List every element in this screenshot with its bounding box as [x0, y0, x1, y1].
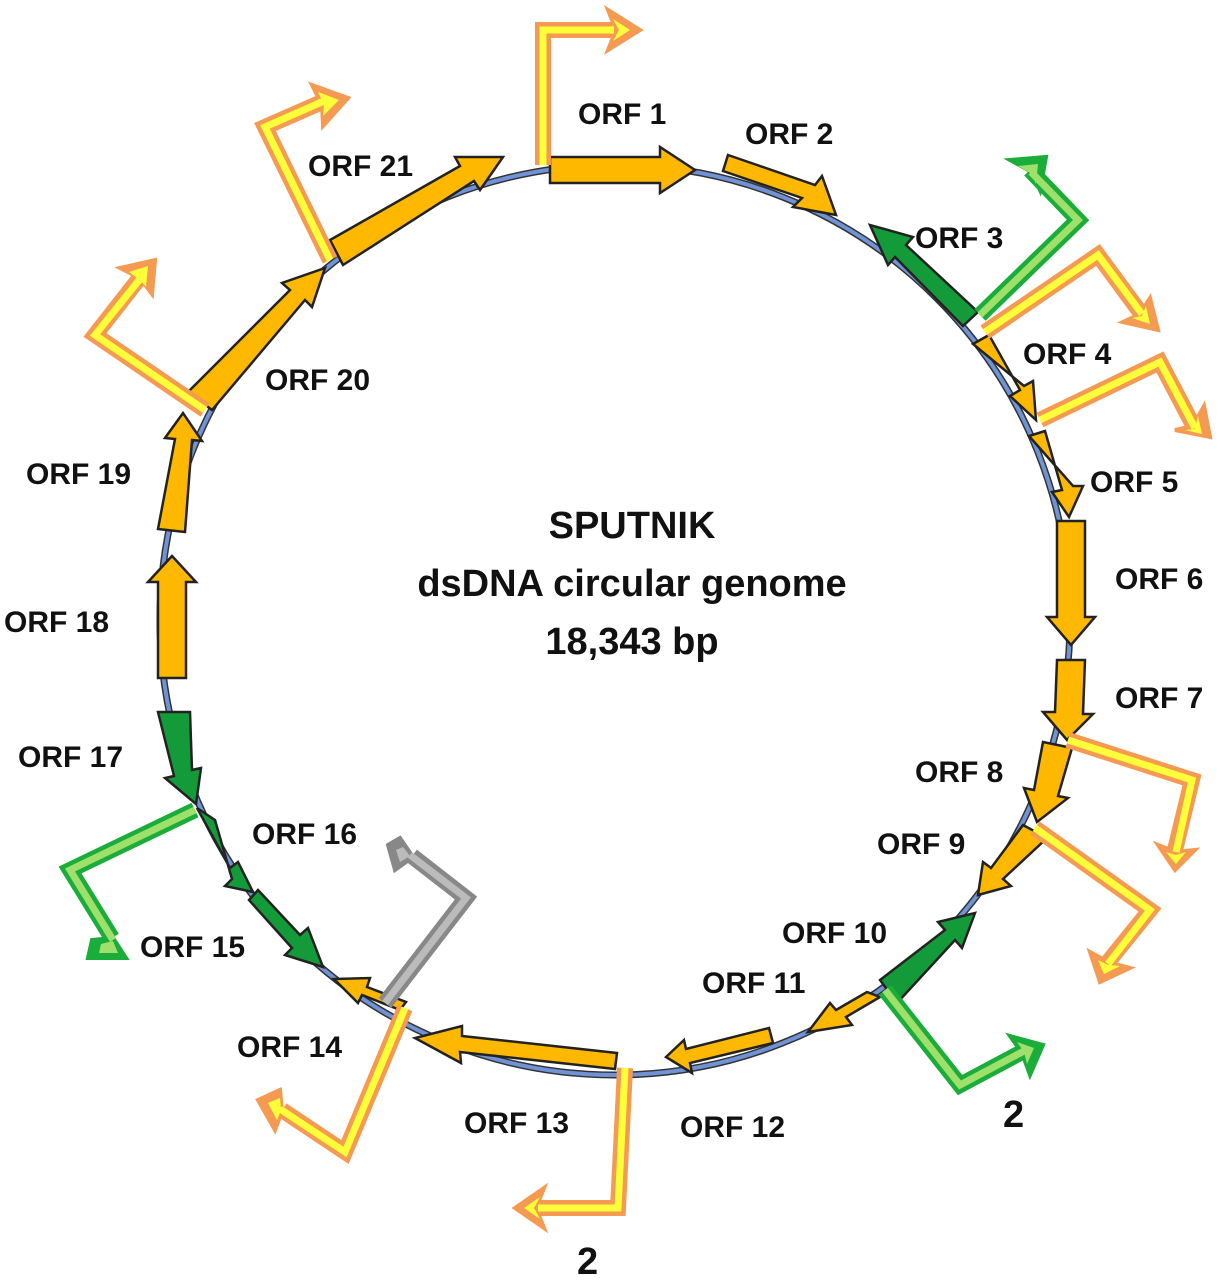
- promoter-orf21: [254, 81, 352, 264]
- promoter-orf1: [535, 5, 644, 165]
- promoter-orf16: [378, 835, 478, 1008]
- promoter-orf13: [511, 1067, 633, 1234]
- orf-arrows: [145, 144, 1098, 1076]
- orf-14-label: ORF 14: [237, 1031, 342, 1064]
- promoter-orf10: [878, 985, 1046, 1096]
- orf-17-arrow: [156, 710, 203, 807]
- promoter-count-orf13: 2: [577, 1241, 598, 1280]
- orf-8-arrow: [1022, 740, 1074, 825]
- orf-12-arrow: [663, 1026, 775, 1076]
- promoter-orf9: [1030, 821, 1162, 985]
- orf-5-label: ORF 5: [1090, 466, 1178, 499]
- orf-9-arrow: [976, 823, 1050, 897]
- orf-16-label: ORF 16: [252, 818, 357, 851]
- orf-12-label: ORF 12: [680, 1111, 785, 1144]
- promoter-orf20: [83, 257, 210, 417]
- promoter-count-orf10: 2: [1003, 1094, 1024, 1136]
- orf-3-arrow: [867, 223, 980, 328]
- orf-11-label: ORF 11: [702, 967, 805, 1000]
- orf-1-label: ORF 1: [578, 98, 666, 131]
- orf-6-arrow: [1044, 519, 1098, 647]
- orf-9-label: ORF 9: [877, 828, 965, 861]
- orf-3-label: ORF 3: [915, 222, 1003, 255]
- orf-21-label: ORF 21: [308, 150, 413, 183]
- genome-size: 18,343 bp: [545, 621, 718, 663]
- promoter-orf8: [1065, 732, 1202, 874]
- orf-11-arrow: [805, 990, 883, 1034]
- orf-15-arrow: [247, 888, 326, 969]
- orf-17-label: ORF 17: [18, 741, 123, 774]
- orf-16-arrow: [195, 806, 256, 894]
- orf-13-arrow: [411, 1024, 619, 1071]
- orf-15-label: ORF 15: [140, 931, 245, 964]
- orf-19-label: ORF 19: [26, 458, 131, 491]
- orf-2-label: ORF 2: [745, 118, 833, 151]
- genome-title: SPUTNIK dsDNA circular genome 18,343 bp: [417, 505, 846, 663]
- orf-10-label: ORF 10: [782, 917, 887, 950]
- orf-13-label: ORF 13: [464, 1107, 569, 1140]
- orf-7-label: ORF 7: [1115, 682, 1203, 715]
- orf-4-label: ORF 4: [1023, 338, 1112, 371]
- promoter-orf3: [974, 154, 1090, 321]
- promoter-orf5: [1036, 351, 1213, 440]
- orf-21-arrow: [328, 155, 506, 267]
- orf-20-label: ORF 20: [265, 364, 370, 397]
- orf-8-label: ORF 8: [915, 756, 1003, 789]
- orf-6-label: ORF 6: [1115, 563, 1203, 596]
- promoters: [58, 5, 1213, 1234]
- genome-type: dsDNA circular genome: [417, 563, 846, 605]
- orf-5-arrow: [1026, 429, 1085, 520]
- orf-10-arrow: [878, 911, 977, 1005]
- promoter-orf17: [58, 802, 199, 960]
- orf-18-arrow: [145, 554, 199, 680]
- orf-4-arrow: [970, 333, 1038, 424]
- orf-19-arrow: [156, 410, 205, 534]
- promoter-orf14: [255, 1004, 413, 1165]
- orf-20-arrow: [186, 265, 327, 412]
- genome-name: SPUTNIK: [549, 505, 716, 547]
- orf-labels: ORF 1 ORF 2 ORF 3 ORF 4 ORF 5 ORF 6 ORF …: [4, 98, 1203, 1144]
- orf-7-arrow: [1040, 658, 1097, 742]
- orf-18-label: ORF 18: [4, 606, 109, 639]
- promoter-orf4: [980, 244, 1161, 339]
- orf-1-arrow: [548, 144, 698, 196]
- orf-2-arrow: [721, 153, 838, 217]
